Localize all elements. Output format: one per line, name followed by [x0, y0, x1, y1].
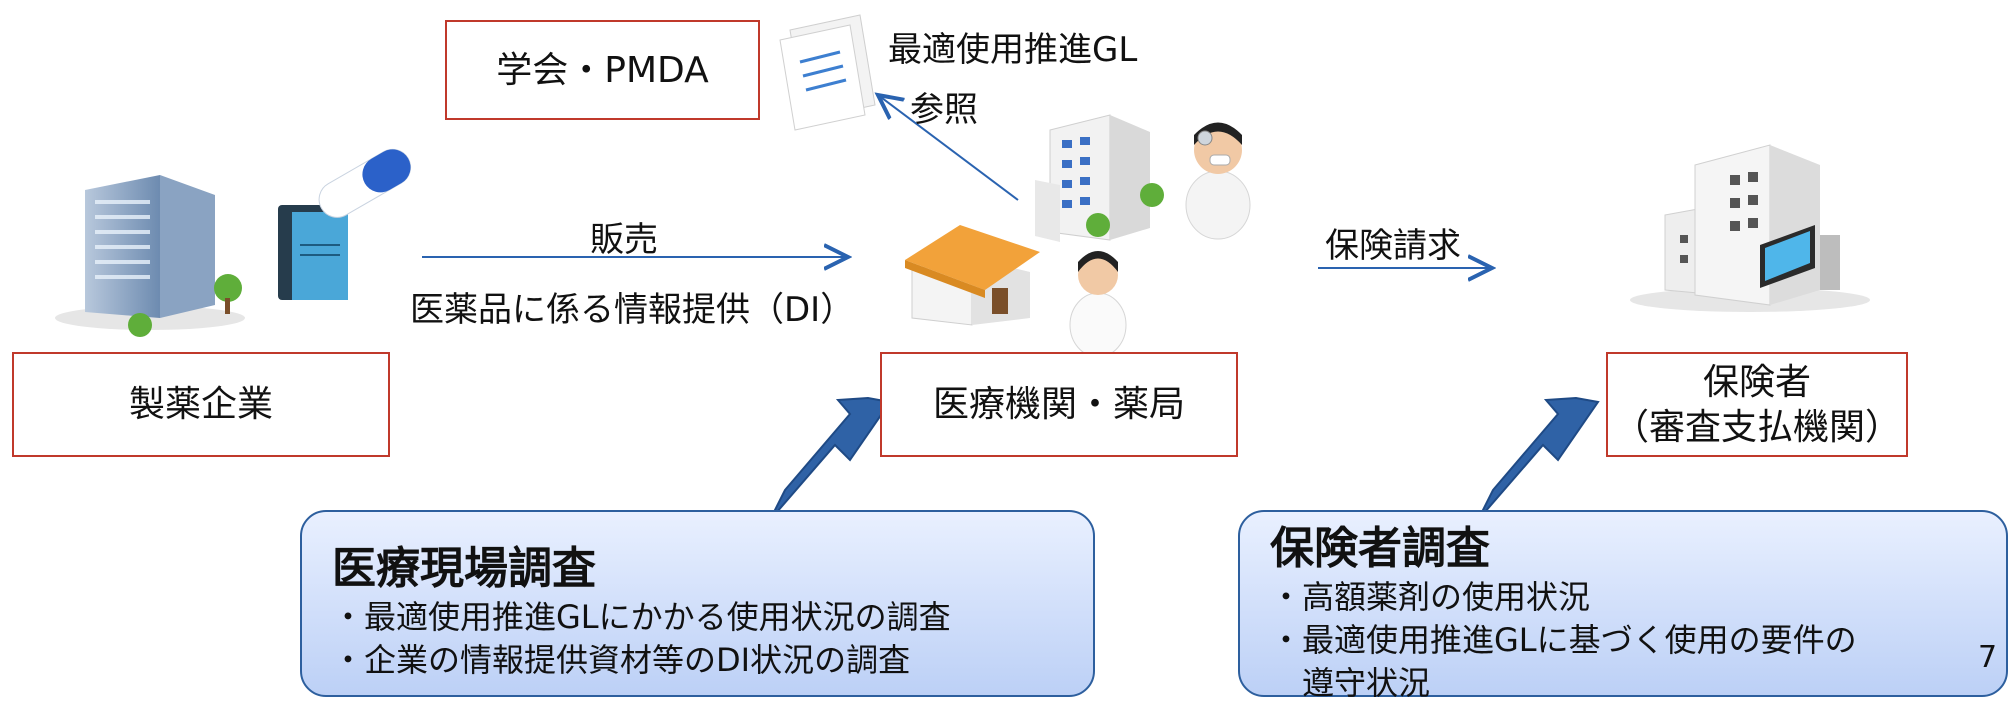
insurer-survey-panel: 保険者調査 ・高額薬剤の使用状況 ・最適使用推進GLに基づく使用の要件の 遵守状…	[1238, 510, 2008, 702]
site-survey-title: 医療現場調査	[332, 543, 596, 594]
insurer-sublabel: （審査支払機関）	[1612, 406, 1901, 448]
insurer-office-icon	[1630, 144, 1870, 312]
medical-institution-label: 医療機関・薬局	[932, 384, 1185, 425]
medical-institution-box: 医療機関・薬局	[880, 352, 1238, 457]
medicine-capsule-icon	[278, 148, 412, 300]
page-number: 7	[1978, 640, 1998, 675]
sales-label: 販売	[590, 220, 658, 260]
document-paper-icon	[779, 14, 876, 131]
insurer-survey-item: ・高額薬剤の使用状況	[1270, 578, 1591, 616]
society-pmda-box: 学会・PMDA	[445, 20, 760, 120]
reference-label: 参照	[910, 90, 978, 130]
guideline-label: 最適使用推進GL	[888, 30, 1138, 70]
site-survey-item: ・企業の情報提供資材等のDI状況の調査	[332, 641, 911, 680]
insurer-survey-title: 保険者調査	[1270, 523, 1490, 574]
society-pmda-label: 学会・PMDA	[496, 49, 709, 91]
nurse-icon	[1069, 251, 1127, 358]
pharmacy-house-icon	[905, 225, 1040, 326]
big-arrow-insurer	[1477, 396, 1600, 521]
doctor-icon	[1185, 122, 1251, 240]
insurer-box: 保険者 （審査支払機関）	[1606, 352, 1908, 457]
big-arrow-medical	[769, 396, 892, 521]
manufacturer-box: 製薬企業	[12, 352, 390, 457]
office-building-icon	[55, 175, 245, 337]
insurer-survey-item: 遵守状況	[1270, 664, 1431, 703]
site-survey-panel: 医療現場調査 ・最適使用推進GLにかかる使用状況の調査 ・企業の情報提供資材等の…	[300, 510, 1095, 697]
insurance-claim-label: 保険請求	[1325, 226, 1461, 266]
hospital-building-icon	[1035, 114, 1164, 242]
site-survey-item: ・最適使用推進GLにかかる使用状況の調査	[332, 598, 951, 636]
manufacturer-label: 製薬企業	[128, 384, 273, 425]
info-provision-label: 医薬品に係る情報提供（DI）	[410, 290, 855, 330]
insurer-survey-item: ・最適使用推進GLに基づく使用の要件の	[1270, 621, 1857, 660]
reference-arrow	[878, 95, 1019, 201]
insurer-label: 保険者	[1702, 361, 1811, 403]
